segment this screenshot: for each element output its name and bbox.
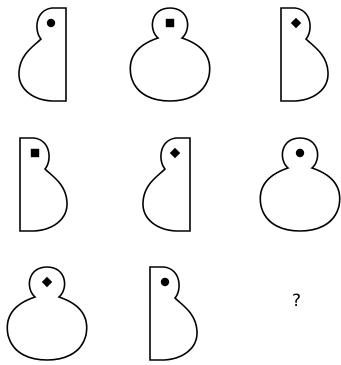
circle-marker: [161, 278, 169, 286]
half-left-gourd-shape: [20, 138, 67, 231]
circle-marker: [47, 19, 55, 27]
half-left-gourd-shape: [281, 8, 328, 101]
puzzle-cell-3-1: [7, 267, 86, 360]
puzzle-cell-1-3: [281, 8, 328, 101]
circle-marker: [296, 149, 304, 157]
puzzle-cell-2-1: [20, 138, 67, 231]
puzzle-grid: [7, 8, 339, 360]
square-marker: [31, 149, 39, 157]
puzzle-cell-2-3: [260, 138, 339, 231]
question-mark: ?: [292, 291, 301, 311]
puzzle-cell-1-2: [130, 8, 209, 101]
puzzle-cell-2-2: [143, 138, 190, 231]
square-marker: [166, 19, 174, 27]
half-right-gourd-shape: [19, 8, 66, 101]
half-left-gourd-shape: [150, 267, 197, 360]
half-right-gourd-shape: [143, 138, 190, 231]
puzzle-cell-1-1: [19, 8, 66, 101]
puzzle-cell-3-2: [150, 267, 197, 360]
